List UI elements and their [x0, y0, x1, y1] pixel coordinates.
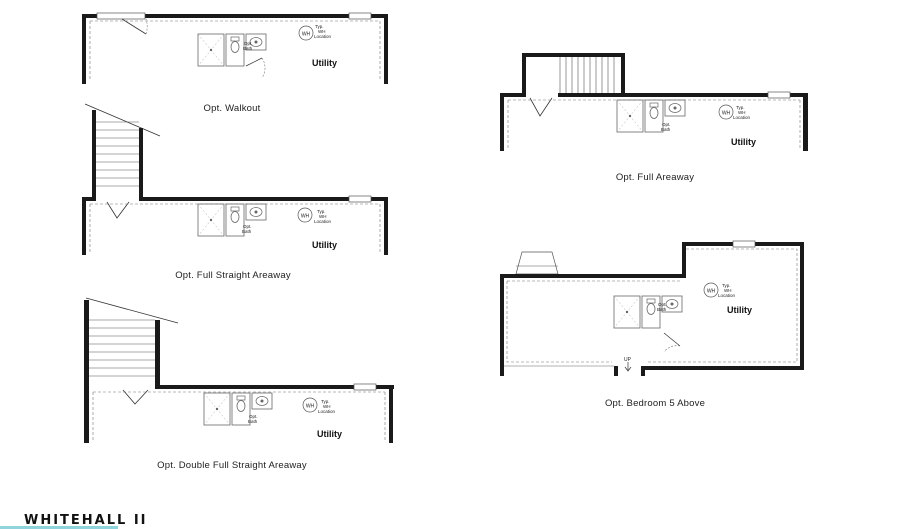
wh-label: WH	[302, 32, 311, 38]
wh-note-line1: Typ.	[315, 24, 324, 29]
wh-note-line3: Location	[314, 34, 332, 39]
bath-label-line2: Bath	[661, 127, 671, 132]
caption-walkout: Opt. Walkout	[203, 103, 261, 114]
bath-label-line1: Opt.	[243, 224, 252, 229]
plan-full-straight-areaway: WH Typ. WH Location Opt. Bath Utility	[82, 103, 388, 255]
room-label-utility: Utility	[317, 429, 342, 439]
brand-accent-bar	[0, 526, 118, 529]
wh-note-line3: Location	[733, 115, 751, 120]
wh-note-line1: Typ.	[321, 399, 330, 404]
wh-note-line3: Location	[314, 219, 332, 224]
room-label-utility: Utility	[312, 240, 337, 250]
stair-up-label: UP	[624, 357, 632, 363]
wh-note-line3: Location	[718, 293, 736, 298]
plan-bedroom-5-above: UP WH Typ. WH Location Opt. Bath Utility	[500, 240, 804, 376]
wh-note-line1: Typ.	[736, 105, 745, 110]
wh-note-line2: WH	[319, 214, 327, 219]
room-label-utility: Utility	[731, 137, 756, 147]
caption-double-full-straight-areaway: Opt. Double Full Straight Areaway	[157, 460, 307, 471]
bath-label-line1: Opt.	[244, 41, 253, 46]
room-label-utility: Utility	[727, 305, 752, 315]
caption-full-areaway: Opt. Full Areaway	[615, 172, 695, 183]
bath-label-line2: Bath	[243, 46, 253, 51]
caption-full-straight-areaway: Opt. Full Straight Areaway	[175, 270, 291, 281]
wh-label: WH	[722, 111, 731, 117]
wh-note-line2: WH	[738, 110, 746, 115]
wh-label: WH	[301, 214, 310, 220]
bath-label-line1: Opt.	[658, 302, 667, 307]
brand-name: WHITEHALL II	[24, 513, 148, 528]
plan-double-full-straight-areaway: WH Typ. WH Location Opt. Bath Utility	[84, 297, 394, 443]
plan-walkout: WH Typ. WH Location Opt. Bath Utility	[82, 12, 388, 84]
wh-note-line1: Typ.	[317, 209, 326, 214]
wh-note-line2: WH	[724, 288, 732, 293]
wh-note-line2: WH	[318, 29, 326, 34]
wh-label: WH	[707, 289, 716, 295]
wh-note-line2: WH	[323, 404, 331, 409]
bath-label-line1: Opt.	[662, 122, 671, 127]
wh-note-line3: Location	[318, 409, 336, 414]
room-label-utility: Utility	[312, 58, 337, 68]
bath-label-line1: Opt.	[249, 414, 258, 419]
wh-note-line1: Typ.	[722, 283, 731, 288]
wh-label: WH	[306, 404, 315, 410]
bath-label-line2: Bath	[248, 419, 258, 424]
bath-label-line2: Bath	[242, 229, 252, 234]
bath-label-line2: Bath	[657, 307, 667, 312]
plan-full-areaway: WH Typ. WH Location Opt. Bath Utility	[500, 53, 808, 151]
caption-bedroom-5-above: Opt. Bedroom 5 Above	[604, 398, 706, 409]
